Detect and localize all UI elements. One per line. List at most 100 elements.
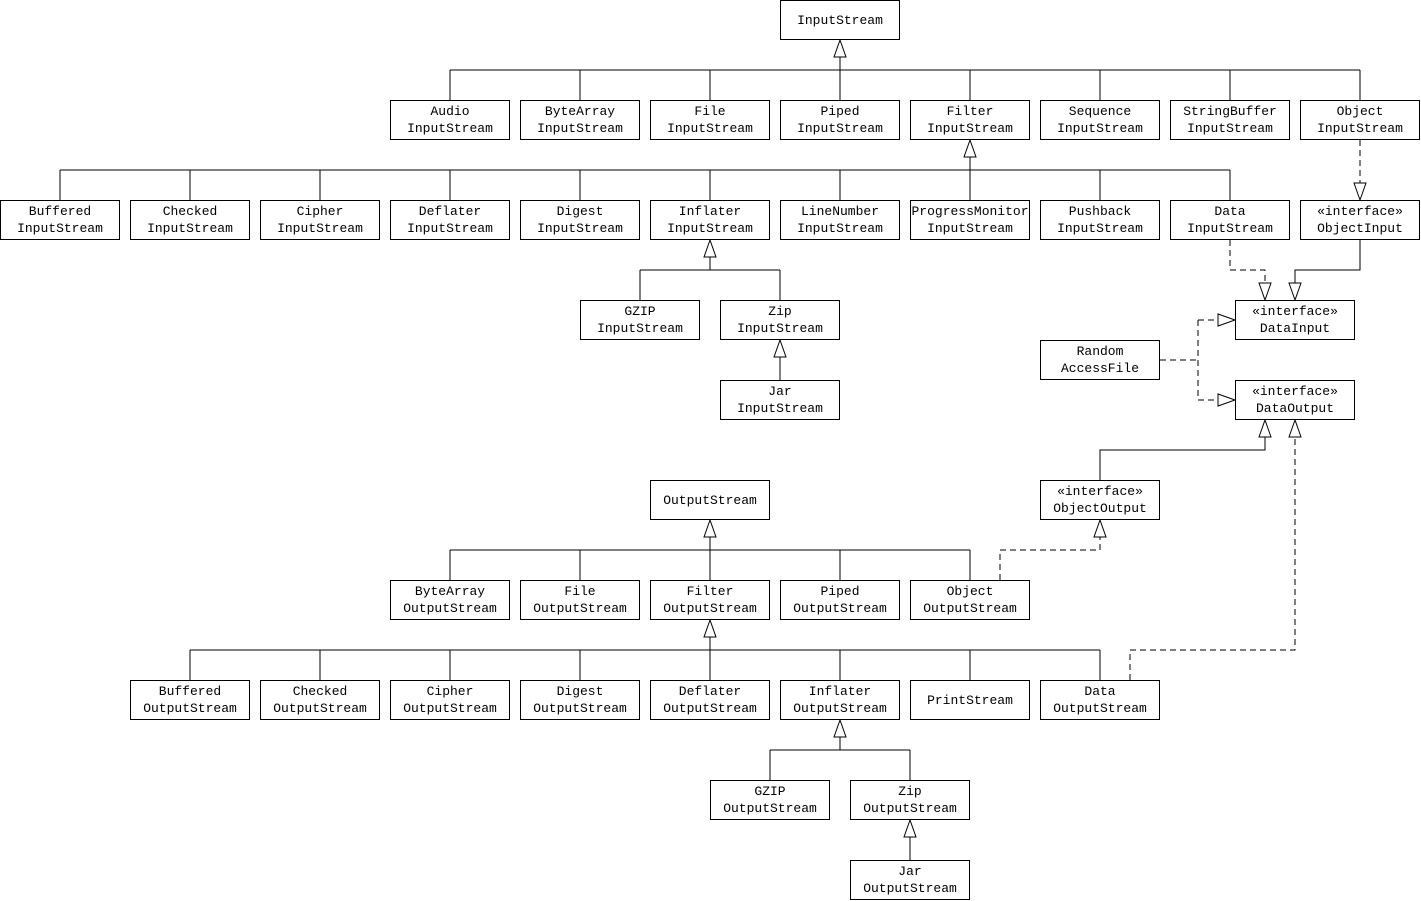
class-label-line: InputStream [797, 121, 883, 136]
class-label-line: Data [1084, 684, 1116, 699]
class-label-line: InputStream [927, 121, 1013, 136]
class-label-line: Filter [686, 584, 734, 599]
class-label-line: InputStream [927, 221, 1013, 236]
class-label-line: Piped [820, 104, 860, 119]
class-label-line: Deflater [418, 204, 482, 219]
class-label-line: OutputStream [403, 701, 497, 716]
class-label-line: OutputStream [663, 601, 757, 616]
class-label-line: Cipher [426, 684, 474, 699]
class-label-line: ObjectInput [1317, 221, 1403, 236]
class-label-line: Zip [898, 784, 922, 799]
class-label-line: Object [946, 584, 994, 599]
class-label-line: GZIP [624, 304, 656, 319]
class-label-line: InputStream [667, 121, 753, 136]
class-label-line: InputStream [277, 221, 363, 236]
generalization-arrowhead [903, 818, 917, 838]
class-box-input-stream: InputStream [780, 0, 900, 40]
realization-line [999, 537, 1101, 580]
generalization-arrowhead [833, 718, 847, 738]
generalization-arrowhead [963, 138, 977, 158]
class-label-line: StringBuffer [1183, 104, 1277, 119]
realization-line [1129, 437, 1296, 680]
class-label-line: Checked [292, 684, 348, 699]
class-label-line: OutputStream [403, 601, 497, 616]
class-label-line: OutputStream [273, 701, 367, 716]
generalization-arrowhead [1258, 418, 1272, 438]
class-box-data-input-interface: «interface»DataInput [1235, 300, 1355, 340]
class-label-line: Buffered [28, 204, 92, 219]
class-label-line: Deflater [678, 684, 742, 699]
generalization-arrowhead [1093, 518, 1107, 538]
class-label-line: InputStream [797, 221, 883, 236]
class-label-line: InputStream [667, 221, 753, 236]
class-label-line: Filter [946, 104, 994, 119]
generalization-arrowhead [1288, 282, 1302, 302]
class-label-line: OutputStream [143, 701, 237, 716]
class-label-line: OutputStream [793, 601, 887, 616]
generalization-arrowhead [703, 238, 717, 258]
class-label-line: Data [1214, 204, 1246, 219]
generalization-arrowhead [1217, 313, 1237, 327]
generalization-arrowhead [833, 38, 847, 58]
class-label-line: InputStream [17, 221, 103, 236]
class-label-line: Object [1336, 104, 1384, 119]
class-box-data-output-interface: «interface»DataOutput [1235, 380, 1355, 420]
class-label-line: OutputStream [863, 801, 957, 816]
interface-extension-line [1294, 240, 1361, 283]
class-label-line: ProgressMonitor [911, 204, 1029, 219]
class-box-output-stream: OutputStream [650, 480, 770, 520]
generalization-arrowhead [703, 618, 717, 638]
generalization-arrowhead [1288, 418, 1302, 438]
class-label-line: InputStream [1187, 121, 1273, 136]
class-label-line: Digest [556, 684, 604, 699]
class-label-line: OutputStream [533, 701, 627, 716]
class-label-line: InputStream [147, 221, 233, 236]
class-label-line: ObjectOutput [1053, 501, 1147, 516]
class-label-line: OutputStream [663, 492, 757, 508]
class-label-line: Digest [556, 204, 604, 219]
class-label-line: File [564, 584, 596, 599]
class-label-line: InputStream [737, 321, 823, 336]
class-label-line: Checked [162, 204, 218, 219]
class-label-line: Audio [430, 104, 470, 119]
class-label-line: OutputStream [723, 801, 817, 816]
class-label-line: OutputStream [663, 701, 757, 716]
class-label-line: AccessFile [1060, 361, 1139, 376]
class-label-line: Jar [898, 864, 922, 879]
class-label-line: «interface» [1252, 304, 1338, 319]
generalization-arrowhead [1258, 282, 1272, 302]
class-label-line: Zip [768, 304, 792, 319]
class-box-object-output-interface: «interface»ObjectOutput [1040, 480, 1160, 520]
class-label-line: OutputStream [863, 881, 957, 896]
realization-line [1229, 240, 1266, 283]
class-label-line: Piped [820, 584, 860, 599]
class-box-print-stream: PrintStream [910, 680, 1030, 720]
